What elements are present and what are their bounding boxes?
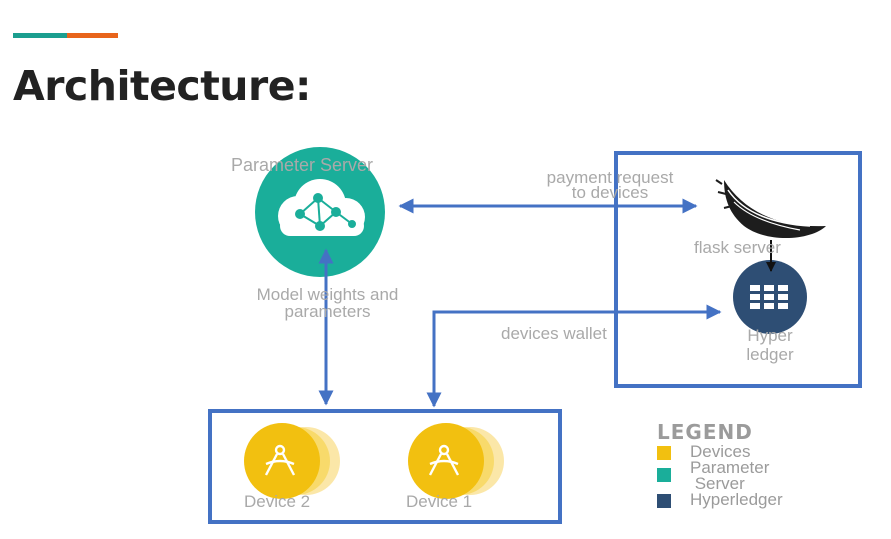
parameter-server-label: Parameter Server [231, 155, 374, 175]
slide-title: Architecture: [13, 62, 311, 110]
flask-horn-icon [715, 179, 826, 239]
hyperledger-label-line2: ledger [746, 345, 794, 364]
hyperledger-label-line1: Hyper [747, 326, 793, 345]
flask-server-label: flask server [694, 238, 781, 257]
accent-bar-teal [13, 33, 67, 38]
ledger-grid-icon [733, 260, 807, 334]
payment-label-line2: to devices [571, 183, 649, 202]
devices-wallet-label: devices wallet [501, 324, 607, 343]
device-2-label: Device 2 [244, 492, 311, 511]
devices-group-box [208, 409, 562, 524]
model-weights-label-line2: parameters [284, 302, 371, 321]
legend-label: Devices [690, 442, 751, 461]
server-group-box [614, 151, 862, 388]
legend-title: LEGEND [657, 420, 753, 444]
device-2-compass-icon [244, 423, 340, 499]
cloud-network-icon [255, 147, 385, 277]
legend-label: Hyperledger [690, 490, 783, 509]
devices-wallet-arrow [426, 304, 722, 408]
legend-swatch [657, 468, 671, 482]
accent-bar-orange [67, 33, 118, 38]
device-1-compass-icon [408, 423, 504, 499]
legend-swatch [657, 446, 671, 460]
device-1-label: Device 1 [406, 492, 473, 511]
payment-label-line1: payment request [546, 168, 674, 187]
legend-swatch [657, 494, 671, 508]
model-weights-label-line1: Model weights and [256, 285, 399, 304]
legend-label: Parameter Server [690, 458, 770, 493]
